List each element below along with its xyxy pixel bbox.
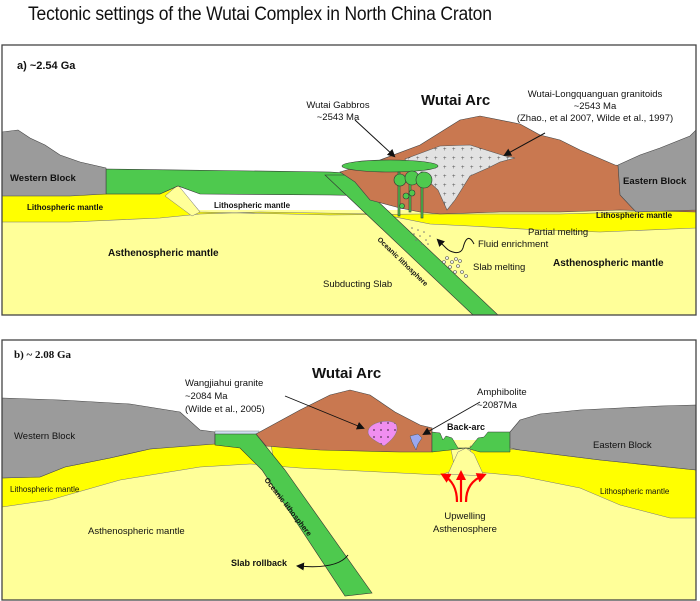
gabbros-label-1: Wutai Gabbros: [306, 100, 369, 111]
granitoids-arrow: [503, 132, 546, 156]
panel-b-border: [1, 339, 697, 601]
slab-rollback-arrow: [296, 554, 349, 571]
fluid-enrichment-label: Fluid enrichment: [478, 239, 549, 250]
lith-mantle-b-right: Lithospheric mantle: [600, 487, 670, 496]
fluid-enrichment-arrow: [436, 238, 475, 254]
astheno-a-left: Asthenospheric mantle: [108, 248, 219, 259]
asthenosphere-a: [2, 210, 696, 315]
western-block-a: [2, 129, 107, 197]
panel-a-border: [1, 44, 697, 316]
panel-b-arc-title: Wutai Arc: [312, 365, 381, 382]
figure-title: Tectonic settings of the Wutai Complex i…: [28, 4, 492, 25]
astheno-a-right: Asthenospheric mantle: [553, 258, 664, 269]
lith-mantle-a-mid: Lithospheric mantle: [214, 201, 291, 210]
slab-melt-blobs: [442, 256, 468, 278]
eastern-block-a-label: Eastern Block: [623, 176, 687, 187]
granite-label-3: (Wilde et al., 2005): [185, 404, 265, 415]
partial-melting-label: Partial melting: [528, 227, 588, 238]
panel-b: b) ~ 2.08 Ga Wutai Arc Wangjiahui granit…: [2, 340, 696, 600]
fluid-dots: [411, 227, 431, 245]
back-arc-label: Back-arc: [447, 422, 485, 432]
gabbro-intrusion: [341, 159, 439, 219]
panel-b-label: b) ~ 2.08 Ga: [14, 349, 72, 361]
back-arc-basin: [431, 431, 511, 453]
granite-label-1: Wangjiahui granite: [185, 378, 263, 389]
gabbros-label-2: ~2543 Ma: [317, 112, 360, 123]
upwelling-label-1: Upwelling: [444, 511, 485, 522]
panel-a-arc-title: Wutai Arc: [421, 92, 490, 109]
amphibolite-arrow: [422, 401, 481, 435]
wangjiahui-granite-body: [367, 421, 398, 447]
subducting-slab-label: Subducting Slab: [323, 279, 392, 290]
eastern-block-b-label: Eastern Block: [593, 440, 652, 451]
lith-mantle-b-left: Lithospheric mantle: [10, 485, 80, 494]
amphibolite-label-1: Amphibolite: [477, 387, 527, 398]
western-block-b-label: Western Block: [14, 431, 75, 442]
upwelling-arrows: [440, 470, 487, 503]
lith-mantle-a-right: Lithospheric mantle: [596, 211, 673, 220]
granite-arrow: [284, 395, 365, 430]
slab-melting-label: Slab melting: [473, 262, 525, 273]
amphibolite-body: [409, 433, 423, 451]
mid-ocean-ridge-a: [164, 184, 201, 217]
lith-mantle-a-left: Lithospheric mantle: [27, 203, 104, 212]
slab-rollback-label: Slab rollback: [231, 558, 288, 568]
eastern-block-a: [617, 129, 696, 213]
panel-a: a) ~2.54 Ga Wutai Arc Wutai Gabbros ~254…: [2, 45, 696, 315]
upwelling-label-2: Asthenosphere: [433, 524, 497, 535]
granitoids-label-1: Wutai-Longquanguan granitoids: [528, 89, 663, 100]
amphibolite-label-2: ~2087Ma: [477, 400, 518, 411]
asthenosphere-b: [2, 440, 696, 600]
granite-label-2: ~2084 Ma: [185, 391, 228, 402]
western-block-a-label: Western Block: [10, 173, 77, 184]
granitoids-label-2: ~2543 Ma: [574, 101, 617, 112]
panel-a-label: a) ~2.54 Ga: [17, 60, 76, 72]
subducting-slab-a: [324, 174, 499, 315]
granitoids-label-3: (Zhao., et al 2007, Wilde et al., 1997): [517, 113, 673, 124]
astheno-b-label: Asthenospheric mantle: [88, 526, 185, 537]
eastern-block-b: [509, 404, 696, 471]
gabbros-arrow: [354, 119, 396, 158]
